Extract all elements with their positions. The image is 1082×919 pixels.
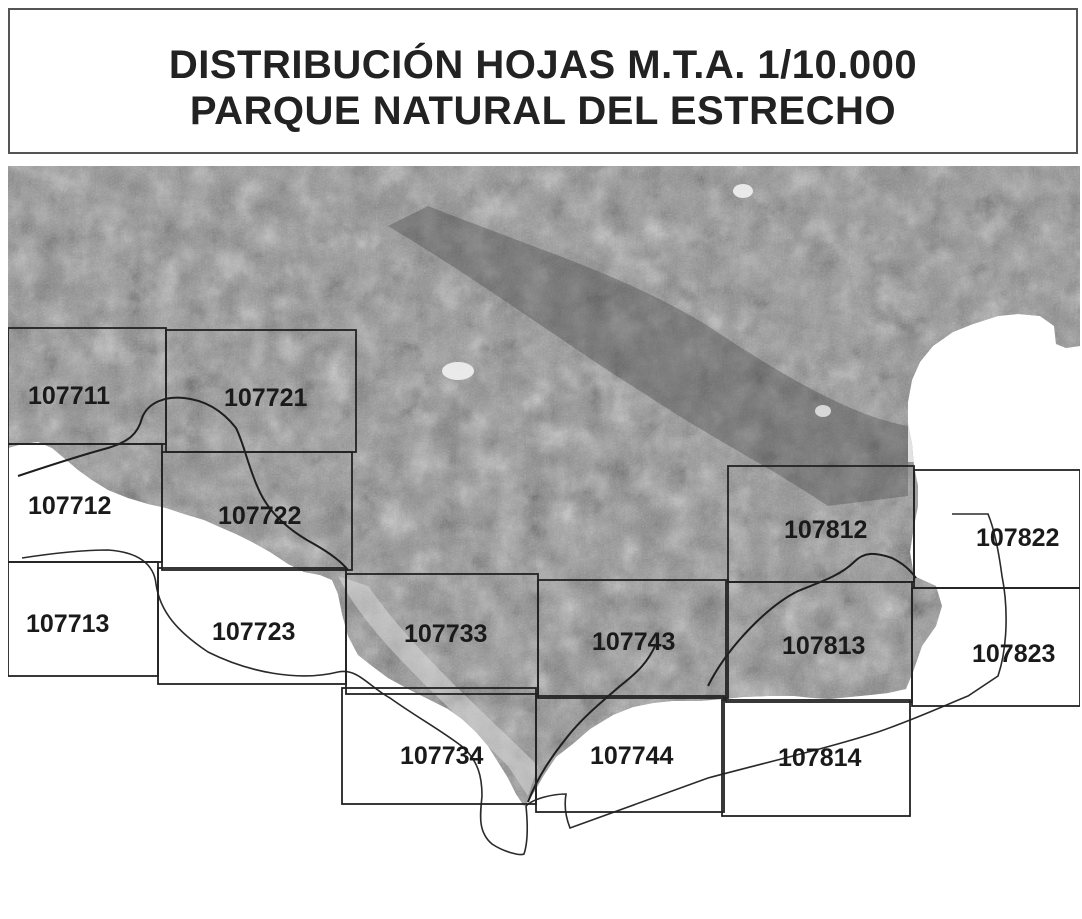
sheet-label-107712: 107712 (28, 492, 111, 520)
satellite-map: 107711 107721 107712 107722 107713 10772… (7, 166, 1081, 914)
sheet-cell-107814 (721, 699, 911, 817)
sheet-labels: 107711 107721 107712 107722 107713 10772… (26, 382, 1059, 772)
sheet-label-107744: 107744 (590, 742, 674, 770)
sheet-label-107823: 107823 (972, 640, 1055, 668)
protected-area-boundary (21, 513, 1007, 856)
sheet-cell-107722 (161, 451, 353, 571)
map-title-line-2: PARQUE NATURAL DEL ESTRECHO (189, 89, 897, 133)
inner-boundary-east (707, 552, 917, 687)
inner-boundary-south (527, 643, 657, 803)
sheet-label-107822: 107822 (976, 524, 1059, 552)
inner-boundary-west (17, 396, 349, 571)
sheet-label-107733: 107733 (404, 620, 487, 648)
sheet-label-107721: 107721 (224, 384, 308, 412)
sheet-label-107812: 107812 (784, 516, 867, 544)
sheet-label-107723: 107723 (212, 618, 295, 646)
map-frame: 107711 107721 107712 107722 107713 10772… (7, 166, 1081, 914)
sheet-cell-107744 (535, 695, 725, 813)
sheet-label-107722: 107722 (218, 502, 301, 530)
sheet-cell-107743 (537, 579, 729, 699)
sheet-label-107713: 107713 (26, 610, 109, 638)
sheet-label-107813: 107813 (782, 632, 865, 660)
sheet-label-107814: 107814 (778, 744, 862, 772)
sheet-label-107734: 107734 (400, 742, 484, 770)
map-title-box: DISTRIBUCIÓN HOJAS M.T.A. 1/10.000 PARQU… (8, 8, 1078, 154)
sheet-label-107743: 107743 (592, 628, 675, 656)
sheet-label-107711: 107711 (28, 382, 110, 410)
map-title-line-1: DISTRIBUCIÓN HOJAS M.T.A. 1/10.000 (168, 43, 918, 87)
sheet-grid (7, 327, 1081, 817)
